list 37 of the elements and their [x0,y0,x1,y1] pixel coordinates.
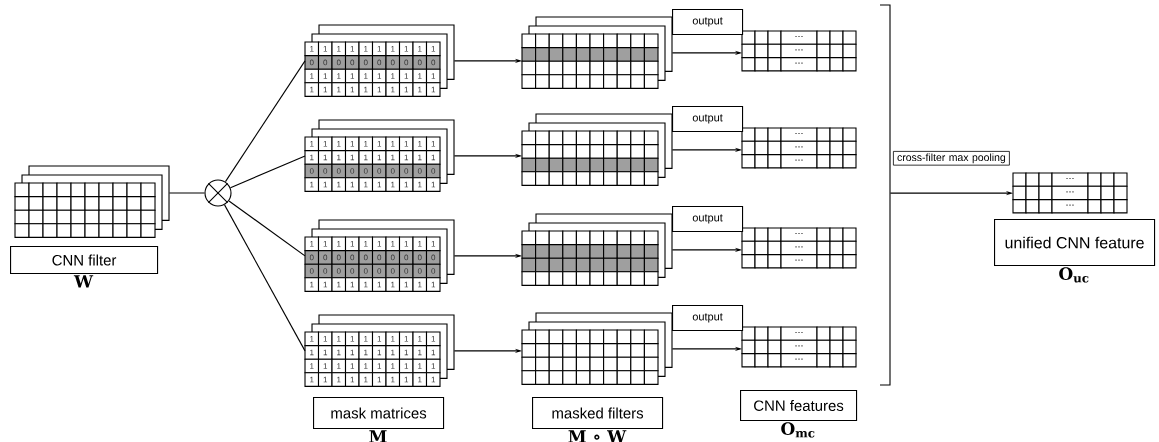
feature-grid: ⋯ ⋯ ⋯ [741,127,857,169]
label-box: mask matrices [313,397,445,430]
math-symbol: M ∘ W [568,430,627,442]
filter-stack [521,213,673,286]
feature-grid: ⋯ ⋯ ⋯ [741,326,857,368]
filter-stack [521,312,673,385]
math-symbol: W [73,275,94,288]
multiply-circle [204,179,232,207]
feature-grid: ⋯ ⋯ ⋯ [1012,172,1128,214]
feature-grid: ⋯ ⋯ ⋯ [741,30,857,72]
filter-stack [521,113,673,186]
math-symbol: M [369,430,387,442]
node-label: ⋯ [795,49,803,51]
node-label: ⋯ [1066,204,1074,206]
node-label: ⋯ [1066,177,1074,180]
edge-label: output [672,205,744,232]
edge-label: output [672,8,744,35]
node-label: ⋯ [795,146,803,148]
filter-stack [521,16,673,89]
node-label: ⋯ [795,345,803,347]
node-label: ⋯ [795,232,803,235]
node-label: ⋯ [795,159,803,161]
node-label: ⋯ [795,259,803,261]
bracket [879,4,891,386]
math-symbol: O$_{mc}$ [781,422,815,438]
label-box: cross-filter max pooling [893,151,1010,166]
node-label: ⋯ [795,62,803,64]
label-box: CNN features [740,390,858,422]
label-box: masked filters [532,397,664,430]
edge-label: output [672,304,744,331]
node-label: ⋯ [795,358,803,360]
label-box: CNN filter [10,246,159,275]
feature-grid: ⋯ ⋯ ⋯ [741,227,857,269]
math-symbol: O$_{uc}$ [1059,267,1089,283]
label-box: unified CNN feature [994,219,1156,267]
edge-label: output [672,105,744,132]
filter-stack [14,165,170,238]
